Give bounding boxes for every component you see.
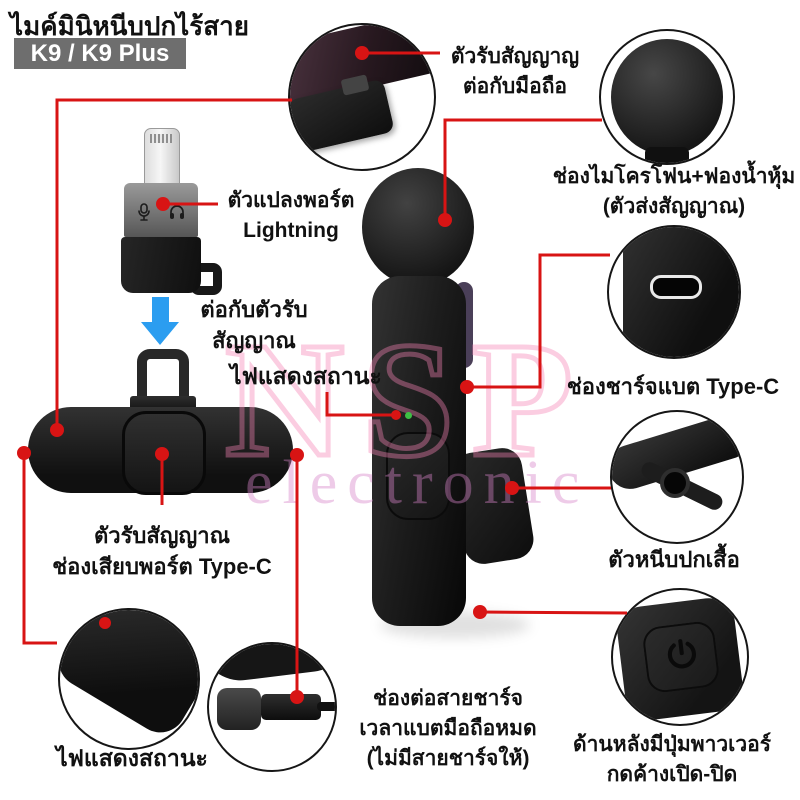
callout-charge-cable: [207, 642, 337, 772]
typec-port-image: [650, 275, 702, 299]
callout-phone-receiver: [288, 23, 436, 171]
headphone-icon: [170, 205, 184, 219]
power-icon: [667, 639, 696, 669]
label-phone-receiver: ตัวรับสัญญาญ ต่อกับมือถือ: [450, 45, 580, 98]
label-mic-foam: ช่องไมโครโฟน+ฟองน้ำหุ้ม (ตัวส่งสัญญาณ): [552, 165, 796, 218]
adapter-black-body: [121, 237, 201, 293]
label-collar-clip: ตัวหนีบปกเสื้อ: [608, 547, 740, 572]
callout-typec-port: [607, 225, 741, 359]
label-typec-charge: ช่องชาร์จแบต Type-C: [566, 374, 780, 399]
phone-bottom-image: [209, 644, 335, 685]
callout-mic-foam: [599, 29, 735, 165]
label-lightning-adapter: ตัวแปลงพอร์ต Lightning: [227, 189, 355, 242]
mic-touch-button: [386, 432, 450, 520]
mic-led-green: [405, 412, 412, 419]
callout-power-button: [611, 588, 749, 726]
label-charge-cable: ช่องต่อสายชาร์จ เวลาแบตมือถือหมด (ไม่มีส…: [359, 687, 537, 770]
page-title: ไมค์มินิหนีบปกไร้สาย: [10, 11, 249, 41]
mic-jack-icon: [138, 203, 150, 221]
label-receiver-typec: ตัวรับสัญญาณ ช่องเสียบพอร์ต Type-C: [52, 523, 272, 580]
label-status-light-top: ไฟแสดงสถานะ: [230, 363, 382, 389]
callout-status-led: [58, 608, 200, 750]
device-corner-image: [60, 610, 198, 743]
model-badge: K9 / K9 Plus: [14, 38, 186, 69]
cable-wire-image: [317, 702, 335, 711]
mic-foam: [362, 168, 474, 286]
lightning-pins: [150, 134, 172, 143]
callout-clip: [610, 410, 744, 544]
cable-plug-image: [261, 694, 321, 720]
label-status-light-bottom: ไฟแสดงสถานะ: [56, 745, 208, 771]
label-connect-receiver: ต่อกับตัวรับ สัญญาณ: [200, 297, 308, 354]
clip-spring-image: [660, 468, 690, 498]
receiver-button: [122, 411, 206, 495]
foam-neck-image: [645, 147, 689, 163]
cable-adapter-image: [217, 688, 261, 730]
label-power-button: ด้านหลังมีปุ่มพาวเวอร์ กดค้างเปิด-ปิด: [572, 733, 772, 786]
foam-ball-image: [611, 39, 723, 155]
